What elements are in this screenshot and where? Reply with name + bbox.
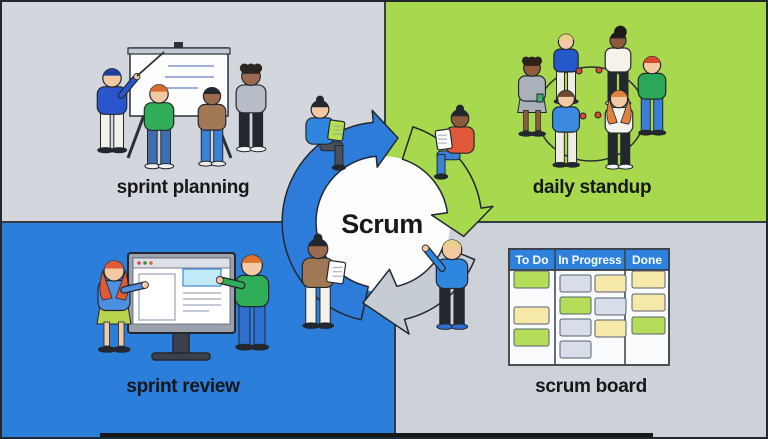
person-holder-bottom-left [301, 233, 347, 329]
board-card-yellow [513, 306, 550, 325]
board-card-yellow [631, 270, 666, 289]
browser-dot-orange-icon [149, 261, 153, 265]
whiteboard-knob [174, 42, 183, 50]
person-sitter-top-right [433, 104, 475, 180]
hand-dot-icon [595, 66, 603, 74]
board-card-grey [594, 297, 627, 316]
board-card-grey [559, 340, 592, 359]
person-attendee-brown-jacket [197, 86, 227, 167]
board-card-yellow [594, 319, 627, 338]
person-attendee-green-sweater [143, 84, 175, 170]
person-member-orange-hair [604, 89, 634, 170]
board-column-title-done: Done [632, 253, 662, 267]
caption-sprint-review: sprint review [126, 376, 240, 397]
monitor-stand-neck [172, 332, 190, 356]
person-member-green-sweater [637, 55, 667, 136]
hand-dot-icon [575, 67, 583, 75]
board-card-green [513, 328, 550, 347]
cycle-circle [314, 156, 450, 292]
person-reviewer-right [215, 254, 270, 351]
people-cycle [301, 95, 475, 330]
browser-dot-green-icon [143, 261, 147, 265]
screen-hero-block [182, 268, 222, 287]
board-card-yellow [631, 293, 666, 312]
board-card-green [559, 296, 592, 315]
monitor-stand-base [151, 352, 211, 361]
board-column-title-todo: To Do [515, 253, 548, 267]
standup-props [536, 66, 603, 120]
planning-props [136, 51, 165, 77]
monitor [127, 252, 236, 361]
vertical-divider-top [384, 2, 386, 222]
caption-sprint-planning: sprint planning [116, 177, 250, 198]
browser-bar [132, 257, 231, 269]
board-header [508, 248, 670, 271]
board-card-yellow [594, 274, 627, 293]
person-attendee-gray-sweater [235, 63, 267, 153]
people-daily_standup [517, 25, 667, 170]
person-reviewer-left [96, 260, 149, 353]
hand-dot-icon [579, 112, 587, 120]
person-pointer-bottom-right [421, 239, 469, 330]
hand-dot-icon [594, 111, 602, 119]
whiteboard-rail [127, 47, 231, 55]
bottom-partial-bar [100, 433, 653, 437]
scrum-board-table: To Do In Progress Done [508, 248, 670, 366]
browser-dot-red-icon [137, 261, 141, 265]
board-card-grey [559, 274, 592, 293]
person-member-blue-sweater [551, 89, 581, 168]
cycle-label: Scrum [341, 209, 423, 239]
screen-panel-left [138, 273, 176, 321]
people-sprint_planning [96, 63, 267, 170]
board-card-grey [559, 318, 592, 337]
person-presenter [96, 68, 141, 154]
whiteboard-leg-left [126, 114, 146, 159]
people-sprint_review [96, 254, 270, 353]
board-card-green [513, 270, 550, 289]
board-cards [513, 270, 666, 359]
caption-scrum-board: scrum board [535, 376, 647, 397]
person-sitter-top-left [305, 95, 347, 171]
caption-daily-standup: daily standup [532, 177, 652, 198]
cup-icon [536, 93, 544, 103]
person-member-gray-dress [517, 56, 547, 137]
board-card-green [631, 316, 666, 335]
vertical-divider-bottom [394, 222, 396, 437]
pointer-stick [136, 51, 165, 77]
board-column-title-inprogress: In Progress [558, 255, 621, 267]
